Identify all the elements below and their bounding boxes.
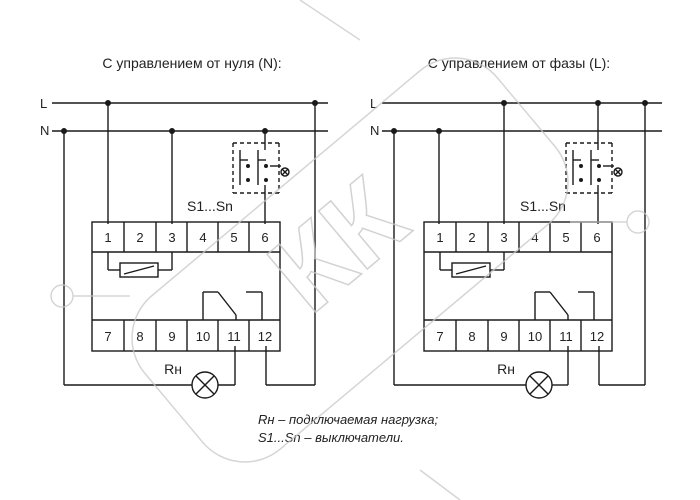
switch-group bbox=[232, 131, 290, 224]
terminal-12: 12 bbox=[590, 329, 604, 344]
diagram-title: С управлением от фазы (L): bbox=[428, 55, 610, 71]
line-n-label: N bbox=[370, 123, 379, 138]
line-l-label: L bbox=[370, 96, 377, 111]
load-label: Rн bbox=[164, 361, 182, 377]
load-lamp-icon bbox=[525, 371, 553, 399]
terminal-6: 6 bbox=[261, 230, 268, 245]
terminal-8: 8 bbox=[468, 329, 475, 344]
terminal-3: 3 bbox=[168, 230, 175, 245]
relay-body bbox=[91, 221, 281, 352]
relay-contact bbox=[202, 291, 263, 320]
legend: Rн – подключаемая нагрузка; S1...Sn – вы… bbox=[258, 412, 438, 445]
terminal-1: 1 bbox=[436, 230, 443, 245]
terminal-10: 10 bbox=[196, 329, 210, 344]
terminal-12: 12 bbox=[258, 329, 272, 344]
switches-label: S1...Sn bbox=[520, 198, 566, 214]
bottom-terminal-row: 7 8 9 10 11 12 bbox=[424, 319, 612, 351]
top-terminal-row: 1 2 3 4 5 6 bbox=[424, 222, 612, 253]
diagram-phase-control: С управлением от фазы (L): L N bbox=[370, 55, 662, 399]
terminal-5: 5 bbox=[562, 230, 569, 245]
relay-coil bbox=[439, 252, 505, 278]
terminal-11: 11 bbox=[227, 329, 241, 344]
terminal-9: 9 bbox=[500, 329, 507, 344]
terminal-8: 8 bbox=[136, 329, 143, 344]
bottom-terminal-row: 7 8 9 10 11 12 bbox=[92, 319, 280, 351]
terminal-11: 11 bbox=[559, 329, 573, 344]
terminal-1: 1 bbox=[104, 230, 111, 245]
terminal-6: 6 bbox=[593, 230, 600, 245]
line-n-label: N bbox=[40, 123, 49, 138]
terminal-2: 2 bbox=[468, 230, 475, 245]
terminal-3: 3 bbox=[500, 230, 507, 245]
terminal-4: 4 bbox=[531, 230, 538, 245]
diagram-neutral-control: С управлением от нуля (N): L N bbox=[40, 55, 328, 399]
terminal-9: 9 bbox=[168, 329, 175, 344]
top-terminal-row: 1 2 3 4 5 6 bbox=[92, 222, 280, 253]
terminal-7: 7 bbox=[104, 329, 111, 344]
terminal-2: 2 bbox=[136, 230, 143, 245]
legend-line-switches: S1...Sn – выключатели. bbox=[258, 430, 404, 445]
terminal-5: 5 bbox=[230, 230, 237, 245]
legend-line-load: Rн – подключаемая нагрузка; bbox=[258, 412, 438, 427]
terminal-10: 10 bbox=[528, 329, 542, 344]
terminal-7: 7 bbox=[436, 329, 443, 344]
relay-contact bbox=[534, 291, 595, 320]
load-label: Rн bbox=[497, 361, 515, 377]
load-lamp-icon bbox=[191, 371, 219, 399]
relay-coil bbox=[107, 252, 173, 278]
diagram-title: С управлением от нуля (N): bbox=[102, 55, 281, 71]
switch-group bbox=[565, 103, 623, 224]
terminal-4: 4 bbox=[199, 230, 206, 245]
line-l-label: L bbox=[40, 96, 47, 111]
switches-label: S1...Sn bbox=[187, 198, 233, 214]
relay-body bbox=[423, 221, 613, 352]
